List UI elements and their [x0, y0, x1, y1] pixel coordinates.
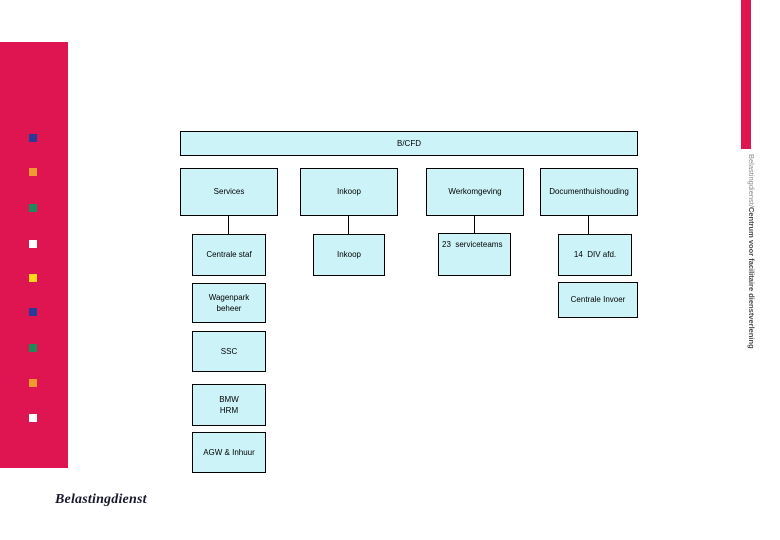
right-accent-bar	[741, 0, 751, 149]
org-box-centrale-invoer: Centrale Invoer	[558, 282, 638, 318]
org-box-documenthuishouding: Documenthuishouding	[540, 168, 638, 216]
org-box-bcfd: B/CFD	[180, 131, 638, 156]
connector-documenthuishouding	[588, 216, 589, 234]
vertical-title-prefix: Belastingdienst/	[747, 154, 756, 207]
org-box-serviceteams: 23 serviceteams	[438, 233, 511, 276]
decor-square	[29, 344, 37, 352]
decor-square	[29, 414, 37, 422]
decor-square	[29, 240, 37, 248]
vertical-slide-title: Belastingdienst/Centrum voor facilitaire…	[745, 154, 757, 384]
org-box-div-afd: 14 DIV afd.	[558, 234, 632, 276]
org-box-centrale-staf: Centrale staf	[192, 234, 266, 276]
decor-square	[29, 308, 37, 316]
decor-square	[29, 204, 37, 212]
org-box-agw-inhuur: AGW & Inhuur	[192, 432, 266, 473]
org-box-werkomgeving: Werkomgeving	[426, 168, 524, 216]
org-box-inkoop-sub: Inkoop	[313, 234, 385, 276]
decor-square	[29, 274, 37, 282]
vertical-title-bold: Centrum voor facilitaire dienstverlening	[747, 206, 756, 349]
org-box-ssc: SSC	[192, 331, 266, 372]
decor-square	[29, 168, 37, 176]
org-box-services: Services	[180, 168, 278, 216]
connector-services	[228, 216, 229, 234]
connector-werkomgeving	[474, 216, 475, 234]
belastingdienst-logo: Belastingdienst	[55, 492, 147, 507]
org-box-inkoop-department: Inkoop	[300, 168, 398, 216]
org-box-bmw-hrm: BMW HRM	[192, 384, 266, 426]
org-box-wagenpark-beheer: Wagenpark beheer	[192, 283, 266, 323]
decor-square	[29, 379, 37, 387]
left-accent-bar	[0, 42, 68, 468]
decor-square	[29, 134, 37, 142]
connector-inkoop	[348, 216, 349, 234]
